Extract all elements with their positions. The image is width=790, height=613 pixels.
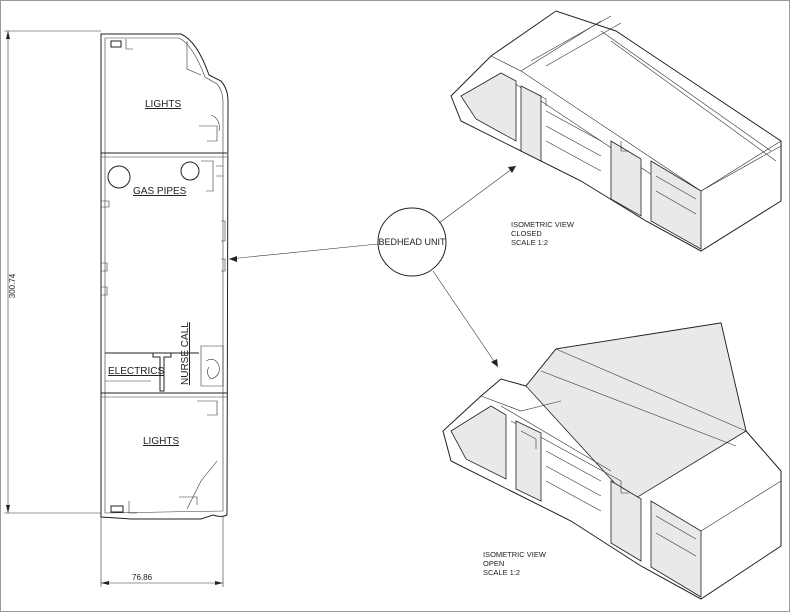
closed-caption-line3: SCALE 1:2 — [511, 238, 548, 247]
lights-top-label: LIGHTS — [145, 99, 181, 110]
isometric-open — [442, 322, 782, 600]
bedhead-unit-callout: BEDHEAD UNIT — [228, 165, 517, 368]
gas-pipes-label: GAS PIPES — [133, 186, 187, 197]
lights-bottom-label: LIGHTS — [143, 436, 179, 447]
width-dimension: 76.86 — [100, 516, 224, 587]
width-dimension-label: 76.86 — [132, 573, 153, 582]
isometric-closed — [450, 10, 782, 252]
closed-caption-line1: ISOMETRIC VIEW — [511, 220, 575, 229]
bedhead-unit-label: BEDHEAD UNIT — [378, 237, 446, 247]
open-caption-line3: SCALE 1:2 — [483, 568, 520, 577]
electrics-label: ELECTRICS — [108, 366, 164, 377]
open-view-caption: ISOMETRIC VIEW OPEN SCALE 1:2 — [483, 550, 547, 577]
height-dimension: 300.74 — [4, 30, 101, 514]
cross-section-profile: LIGHTS GAS PIPES ELECTRICS NURSE CALL LI… — [100, 33, 229, 520]
open-caption-line1: ISOMETRIC VIEW — [483, 550, 547, 559]
height-dimension-label: 300.74 — [8, 273, 17, 298]
closed-view-caption: ISOMETRIC VIEW CLOSED SCALE 1:2 — [511, 220, 575, 247]
closed-caption-line2: CLOSED — [511, 229, 542, 238]
nurse-call-label: NURSE CALL — [180, 322, 191, 385]
open-caption-line2: OPEN — [483, 559, 504, 568]
